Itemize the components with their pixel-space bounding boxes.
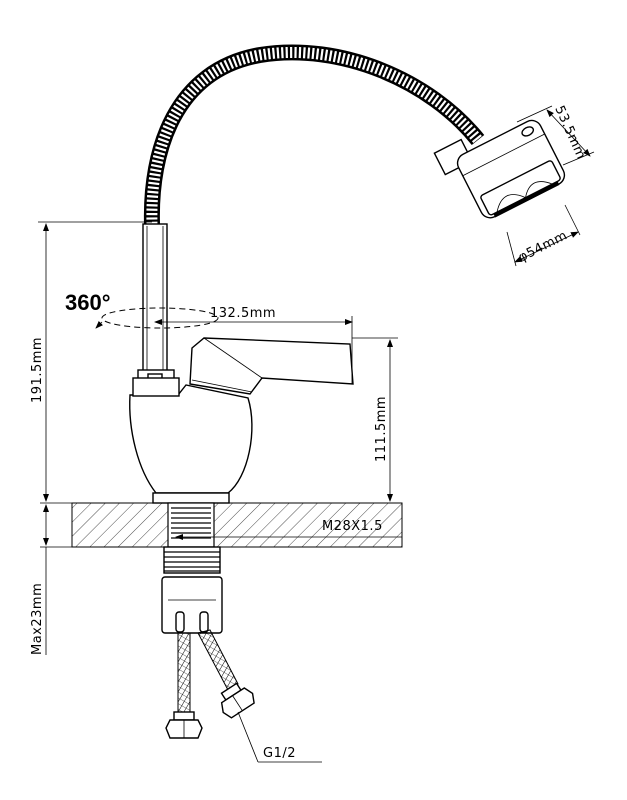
- head-diameter-label: φ54mm: [516, 228, 570, 265]
- spout-height-label: 111.5mm: [374, 396, 389, 462]
- spout-height-dimension: 111.5mm: [352, 337, 398, 502]
- flexible-spout-hose: [143, 44, 485, 225]
- spray-head: [433, 119, 566, 219]
- head-diameter-dimension: φ54mm: [506, 204, 581, 267]
- lever-handle: [189, 337, 354, 395]
- reach-dimension-label: 132.5mm: [210, 306, 276, 321]
- rotation-indicator: 360°: [65, 290, 219, 329]
- max-thickness-label: Max23mm: [30, 583, 45, 655]
- hose-connection-label: G1/2: [263, 746, 296, 761]
- threaded-shank: [163, 502, 221, 574]
- thread-label: M28X1.5: [322, 519, 383, 534]
- faucet-body: [129, 377, 253, 504]
- countertop-section: [40, 502, 403, 548]
- hose-connection-callout: G1/2: [237, 711, 322, 763]
- mounting-nut: [161, 576, 223, 634]
- head-length-label: 53.5mm: [551, 104, 588, 162]
- total-height-label: 191.5mm: [30, 337, 45, 403]
- total-height-dimension: 191.5mm: [30, 221, 152, 502]
- rotation-label: 360°: [65, 290, 111, 315]
- supply-hoses: [165, 629, 255, 739]
- max-thickness-dimension: Max23mm: [30, 504, 49, 655]
- reach-dimension: 132.5mm: [154, 306, 353, 384]
- riser-pipe: [137, 223, 175, 385]
- thread-dimension: M28X1.5: [175, 519, 402, 540]
